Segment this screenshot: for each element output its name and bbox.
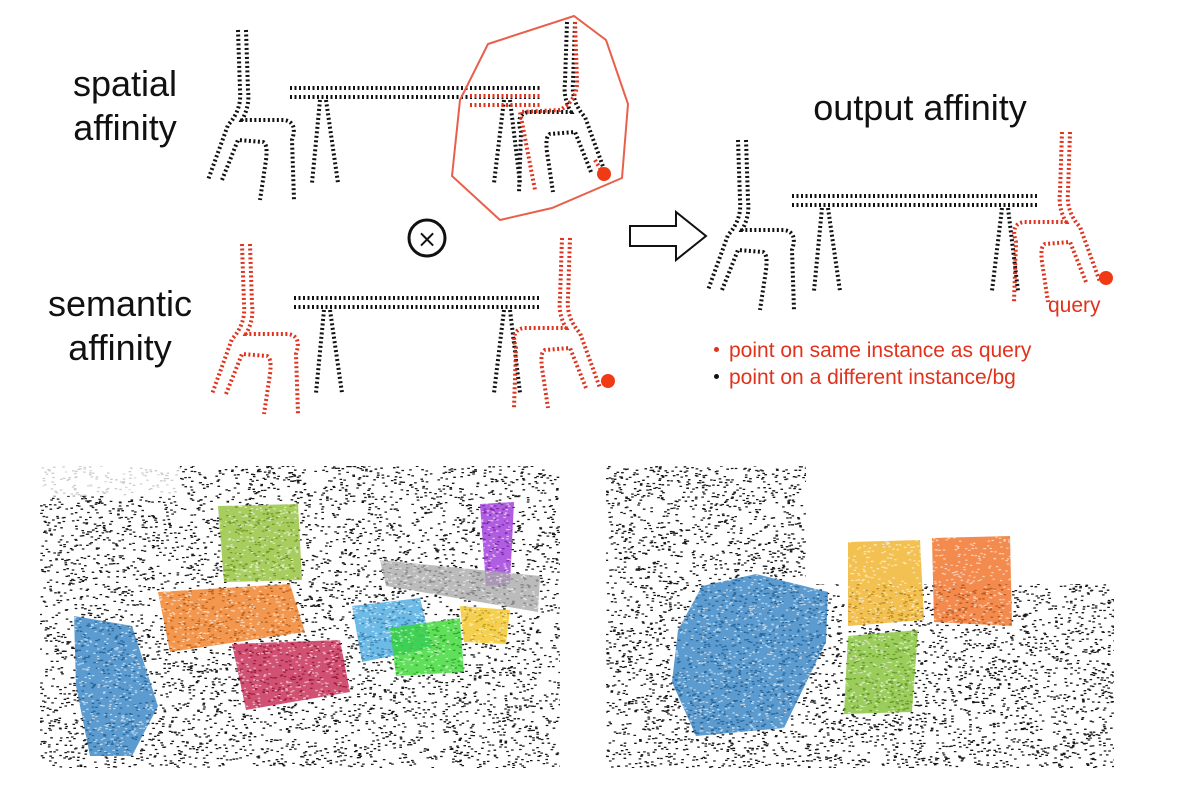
output-table <box>792 194 1038 292</box>
instance-chair-yellow <box>460 606 510 644</box>
legend-item-different-instance: point on a different instance/bg <box>714 366 1016 390</box>
instance-table-red <box>232 640 350 710</box>
table-leg-right <box>492 99 522 184</box>
scene-panel-right <box>606 466 1114 768</box>
instance-armchair-orange <box>932 536 1012 626</box>
semantic-affinity-label: semantic affinity <box>30 282 210 370</box>
semantic-label-line2: affinity <box>68 327 172 368</box>
spatial-affinity-diagram <box>206 14 630 222</box>
operator-symbol: × <box>417 225 437 253</box>
operator-circle <box>407 218 447 258</box>
spatial-affinity-label: spatial affinity <box>50 62 200 150</box>
legend-text-same-instance: point on same instance as query <box>729 339 1032 362</box>
semantic-chair-left <box>210 243 300 415</box>
semantic-table <box>294 296 540 394</box>
point-cloud-scene-left <box>40 466 560 768</box>
output-affinity-label: output affinity <box>813 87 1027 128</box>
arrow-icon <box>629 209 708 263</box>
legend-item-same-instance: point on same instance as query <box>714 339 1031 363</box>
legend-dot-different-instance <box>714 373 719 379</box>
spatial-region-outline <box>450 14 630 222</box>
legend-text-different-instance: point on a different instance/bg <box>729 366 1016 389</box>
affinity-diagram: × <box>206 14 1113 415</box>
instance-wall-white <box>40 466 180 496</box>
spatial-table <box>290 86 540 184</box>
instance-armchair-yellow <box>848 540 924 626</box>
query-label: query <box>1048 294 1101 317</box>
legend-dot-same-instance <box>714 346 719 352</box>
point-cloud-scene-right <box>606 466 1114 768</box>
table-top <box>294 296 540 309</box>
output-query-point <box>1099 271 1113 285</box>
output-chair-left <box>706 139 796 311</box>
semantic-chair-right <box>512 237 602 409</box>
instance-sofa-orange <box>158 584 305 652</box>
instance-chair-blue <box>74 616 158 756</box>
table-leg-right <box>990 207 1020 292</box>
semantic-query-point <box>601 374 615 388</box>
semantic-affinity-diagram <box>210 237 615 415</box>
instance-armchair-blue <box>672 574 828 736</box>
table-leg-left <box>314 309 344 394</box>
spatial-label-line2: affinity <box>73 107 177 148</box>
spatial-chair-left <box>206 29 296 201</box>
instance-shelf-green <box>218 504 302 582</box>
table-leg-left <box>812 207 842 292</box>
spatial-query-point <box>597 167 611 181</box>
table-top <box>792 194 1038 207</box>
output-chair-right <box>1012 131 1102 303</box>
table-leg-left <box>310 99 340 184</box>
multiply-operator: × <box>407 218 447 258</box>
scene-panel-left <box>40 466 560 768</box>
semantic-label-line1: semantic <box>47 283 193 324</box>
instance-chair-green <box>390 618 464 676</box>
output-affinity-diagram <box>706 131 1113 311</box>
instance-armchair-green <box>844 630 918 714</box>
spatial-label-line1: spatial <box>72 63 178 104</box>
spatial-near-chair <box>517 21 606 191</box>
spatial-chair-right <box>517 21 607 193</box>
